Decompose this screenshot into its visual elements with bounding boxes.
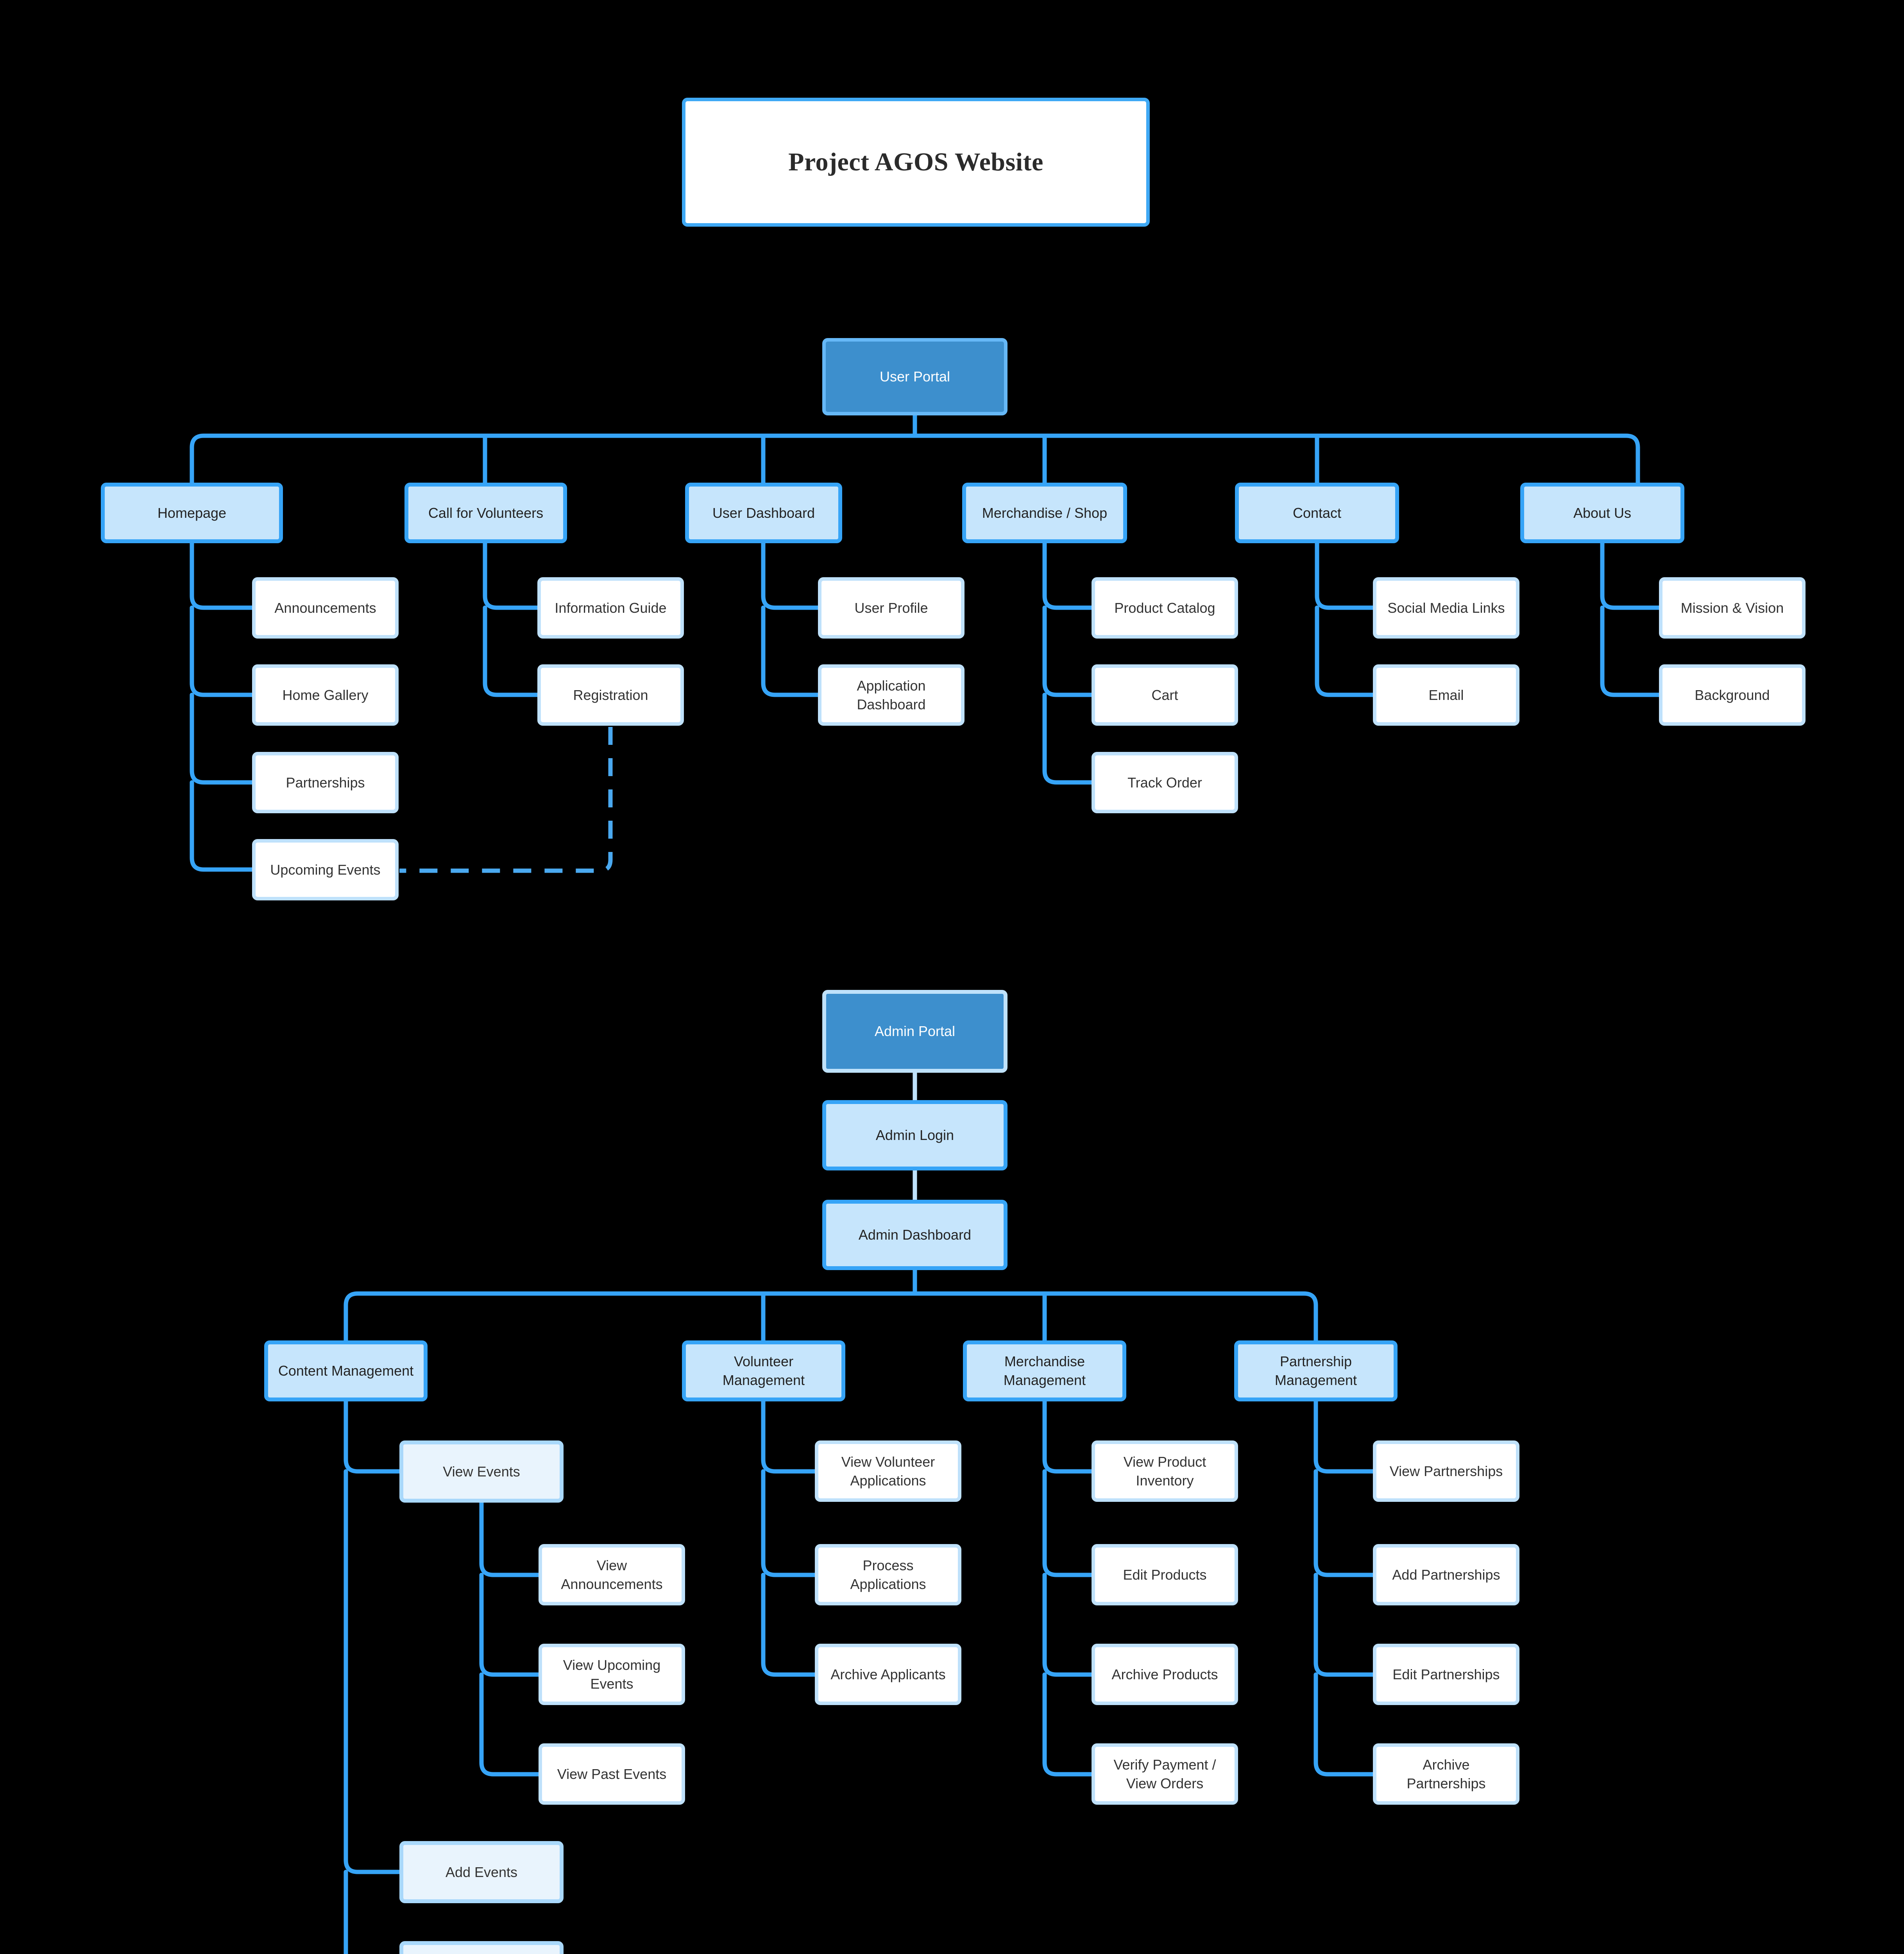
node-edit-partnerships[interactable]: Edit Partnerships	[1373, 1644, 1519, 1705]
node-application-dashboard-label: Application Dashboard	[857, 677, 926, 712]
node-track-order-label: Track Order	[1127, 774, 1202, 791]
node-admin-dashboard[interactable]: Admin Dashboard	[822, 1200, 1007, 1270]
node-homepage[interactable]: Homepage	[101, 483, 283, 543]
node-about-us[interactable]: About Us	[1520, 483, 1684, 543]
node-contact-label: Contact	[1292, 505, 1342, 521]
page-title: Project AGOS Website	[682, 98, 1150, 227]
node-archive-partnerships[interactable]: Archive Partnerships	[1373, 1743, 1519, 1805]
node-view-upcoming-events-label: View Upcoming Events	[563, 1657, 661, 1692]
node-social-media-links-label: Social Media Links	[1387, 599, 1505, 616]
node-view-partnerships[interactable]: View Partnerships	[1373, 1440, 1519, 1502]
node-registration-label: Registration	[573, 687, 648, 703]
node-background-label: Background	[1695, 687, 1770, 703]
node-product-catalog-label: Product Catalog	[1114, 599, 1215, 616]
node-information-guide-label: Information Guide	[555, 599, 667, 616]
node-admin-portal-label: Admin Portal	[874, 1023, 956, 1040]
node-edit-partnerships-label: Edit Partnerships	[1392, 1666, 1500, 1682]
node-content-management-label: Content Management	[278, 1363, 414, 1379]
node-user-profile[interactable]: User Profile	[818, 577, 965, 639]
node-cart-label: Cart	[1151, 687, 1178, 703]
node-add-events-label: Add Events	[445, 1864, 518, 1880]
node-view-product-inventory-label: View Product Inventory	[1123, 1453, 1206, 1489]
node-partnership-management[interactable]: Partnership Management	[1234, 1340, 1398, 1401]
node-view-events-label: View Events	[443, 1463, 520, 1480]
node-registration[interactable]: Registration	[537, 664, 684, 726]
node-archive-applicants[interactable]: Archive Applicants	[815, 1644, 961, 1705]
node-volunteer-management-label: Volunteer Management	[722, 1353, 805, 1388]
node-mission-vision[interactable]: Mission & Vision	[1659, 577, 1806, 639]
node-view-product-inventory[interactable]: View Product Inventory	[1092, 1440, 1238, 1502]
node-partnerships[interactable]: Partnerships	[252, 752, 399, 813]
node-merchandise-shop[interactable]: Merchandise / Shop	[962, 483, 1127, 543]
node-add-partnerships[interactable]: Add Partnerships	[1373, 1544, 1519, 1605]
node-user-dashboard[interactable]: User Dashboard	[685, 483, 842, 543]
node-announcements-label: Announcements	[274, 599, 376, 616]
node-view-past-events-label: View Past Events	[557, 1766, 667, 1782]
node-partnerships-label: Partnerships	[286, 774, 365, 791]
node-merchandise-shop-label: Merchandise / Shop	[982, 505, 1108, 521]
node-admin-login[interactable]: Admin Login	[822, 1100, 1007, 1170]
node-archive-applicants-label: Archive Applicants	[830, 1666, 946, 1682]
node-edit-products-label: Edit Products	[1123, 1566, 1207, 1583]
node-information-guide[interactable]: Information Guide	[537, 577, 684, 639]
node-archive-products-label: Archive Products	[1111, 1666, 1218, 1682]
node-home-gallery[interactable]: Home Gallery	[252, 664, 399, 726]
node-home-gallery-label: Home Gallery	[282, 687, 369, 703]
node-upcoming-events-label: Upcoming Events	[270, 861, 381, 878]
node-about-us-label: About Us	[1573, 505, 1632, 521]
node-email-label: Email	[1428, 687, 1464, 703]
node-process-applications[interactable]: Process Applications	[815, 1544, 961, 1605]
node-social-media-links[interactable]: Social Media Links	[1373, 577, 1519, 639]
node-content-management[interactable]: Content Management	[264, 1340, 428, 1401]
node-view-announcements[interactable]: View Announcements	[539, 1544, 685, 1605]
node-view-past-events[interactable]: View Past Events	[539, 1743, 685, 1805]
node-user-portal[interactable]: User Portal	[822, 338, 1007, 415]
node-track-order[interactable]: Track Order	[1092, 752, 1238, 813]
node-add-events[interactable]: Add Events	[399, 1841, 564, 1903]
node-cart[interactable]: Cart	[1092, 664, 1238, 726]
node-admin-dashboard-label: Admin Dashboard	[858, 1227, 972, 1243]
node-email[interactable]: Email	[1373, 664, 1519, 726]
node-merchandise-management-label: Merchandise Management	[1003, 1353, 1086, 1388]
node-archive-products[interactable]: Archive Products	[1092, 1644, 1238, 1705]
node-user-profile-label: User Profile	[854, 599, 928, 616]
node-background[interactable]: Background	[1659, 664, 1806, 726]
node-announcements[interactable]: Announcements	[252, 577, 399, 639]
node-view-upcoming-events[interactable]: View Upcoming Events	[539, 1644, 685, 1705]
node-user-dashboard-label: User Dashboard	[712, 505, 815, 521]
node-verify-payment-view-orders[interactable]: Verify Payment / View Orders	[1092, 1743, 1238, 1805]
node-archive-partnerships-label: Archive Partnerships	[1407, 1756, 1486, 1791]
node-admin-login-label: Admin Login	[875, 1127, 954, 1143]
node-homepage-label: Homepage	[157, 505, 227, 521]
node-mission-vision-label: Mission & Vision	[1680, 599, 1784, 616]
node-partnership-management-label: Partnership Management	[1274, 1353, 1357, 1388]
node-edit-products[interactable]: Edit Products	[1092, 1544, 1238, 1605]
node-view-partnerships-label: View Partnerships	[1389, 1463, 1503, 1479]
node-view-announcements-label: View Announcements	[561, 1557, 663, 1592]
node-view-volunteer-applications[interactable]: View Volunteer Applications	[815, 1440, 961, 1502]
node-admin-portal[interactable]: Admin Portal	[822, 990, 1007, 1073]
node-call-for-volunteers-label: Call for Volunteers	[428, 505, 544, 521]
node-volunteer-management[interactable]: Volunteer Management	[682, 1340, 845, 1401]
node-application-dashboard[interactable]: Application Dashboard	[818, 664, 965, 726]
node-product-catalog[interactable]: Product Catalog	[1092, 577, 1238, 639]
node-add-partnerships-label: Add Partnerships	[1392, 1566, 1500, 1583]
node-contact[interactable]: Contact	[1235, 483, 1399, 543]
node-call-for-volunteers[interactable]: Call for Volunteers	[404, 483, 567, 543]
node-verify-payment-view-orders-label: Verify Payment / View Orders	[1113, 1756, 1216, 1791]
node-edit-events[interactable]: Edit Events	[399, 1941, 564, 1954]
node-merchandise-management[interactable]: Merchandise Management	[963, 1340, 1126, 1401]
node-view-events[interactable]: View Events	[399, 1440, 564, 1503]
page-title-label: Project AGOS Website	[788, 148, 1043, 177]
node-process-applications-label: Process Applications	[850, 1557, 926, 1592]
node-user-portal-label: User Portal	[879, 369, 950, 385]
node-upcoming-events[interactable]: Upcoming Events	[252, 839, 399, 900]
node-view-volunteer-applications-label: View Volunteer Applications	[841, 1453, 935, 1489]
